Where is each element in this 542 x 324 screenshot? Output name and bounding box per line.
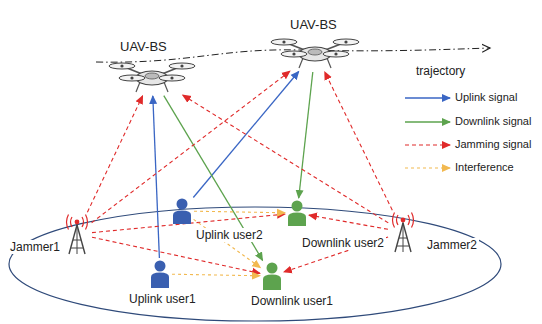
yellow-signal-connector	[194, 219, 261, 267]
red-signal-connector	[92, 237, 260, 273]
legend-text: Downlink signal	[455, 115, 531, 128]
connectors	[87, 71, 392, 276]
legend-text: Jamming signal	[455, 138, 531, 151]
red-signal-connector	[284, 237, 388, 272]
jammer-symbol	[64, 214, 90, 254]
uav-symbol	[272, 34, 358, 70]
node-label: UAV-BS	[118, 40, 169, 54]
uav-symbol	[110, 58, 194, 94]
node-label: Downlink user1	[249, 294, 335, 308]
blue-signal-connector	[193, 72, 298, 198]
legend-sample	[405, 97, 450, 98]
legend-sample	[405, 144, 450, 145]
user-icon: Uplink user2	[172, 198, 192, 224]
legend-samples	[405, 98, 450, 168]
person-symbol	[172, 198, 192, 224]
legend-sample	[405, 167, 450, 168]
person-symbol	[262, 262, 282, 290]
node-label: Uplink user2	[194, 228, 265, 242]
person-symbol	[150, 260, 170, 288]
jammer-tower: Jammer1	[64, 214, 90, 254]
red-signal-connector	[325, 72, 393, 210]
red-signal-connector	[183, 95, 389, 223]
legend-sample	[405, 121, 450, 122]
uav-base-station: UAV-BS	[272, 34, 358, 70]
node-label: Downlink user2	[300, 236, 386, 250]
node-label: Jammer1	[8, 240, 62, 254]
jammer-symbol	[390, 212, 416, 252]
user-icon: Downlink user2	[287, 200, 307, 226]
node-label: Uplink user1	[127, 292, 198, 306]
yellow-signal-connector	[194, 211, 285, 213]
red-signal-connector	[92, 71, 290, 223]
yellow-signal-connector	[172, 274, 260, 276]
ground-area	[9, 207, 501, 321]
jammer-tower: Jammer2	[390, 212, 416, 252]
node-label: UAV-BS	[288, 18, 339, 32]
green-signal-connector	[299, 72, 313, 198]
node-label: Jammer2	[425, 238, 479, 252]
legend-text: Uplink signal	[455, 91, 517, 104]
user-icon: Uplink user1	[150, 260, 170, 288]
uav-base-station: UAV-BS	[110, 58, 194, 94]
red-signal-connector	[309, 215, 388, 229]
user-icon: Downlink user1	[262, 262, 282, 290]
legend-text: Interference	[455, 161, 514, 174]
person-symbol	[287, 200, 307, 226]
blue-signal-connector	[153, 96, 160, 258]
red-signal-connector	[87, 96, 142, 212]
trajectory-label: trajectory	[414, 64, 467, 78]
